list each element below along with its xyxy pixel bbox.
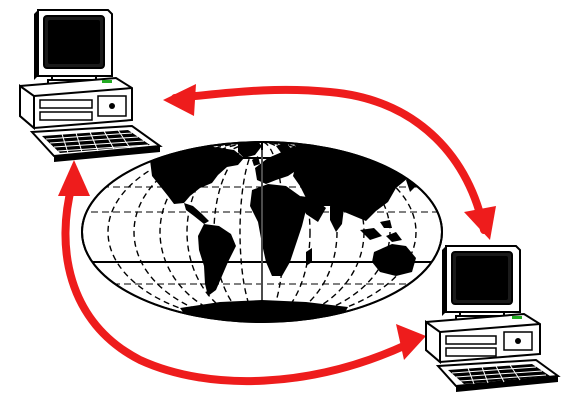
arrowhead-bottom-right (396, 324, 426, 360)
keyboard-icon (32, 126, 160, 162)
computer-case-icon (426, 314, 540, 362)
arrowhead-top-right (464, 206, 496, 240)
desktop-computer-icon (20, 10, 160, 162)
arrowhead-top-left (163, 84, 196, 116)
computer-case-icon (20, 78, 132, 128)
monitor-icon (34, 10, 112, 86)
desktop-computer-icon (426, 246, 558, 392)
arrowhead-bottom-left (58, 160, 90, 196)
keyboard-icon (438, 360, 558, 392)
monitor-icon (442, 246, 520, 322)
world-map-icon (80, 140, 445, 325)
